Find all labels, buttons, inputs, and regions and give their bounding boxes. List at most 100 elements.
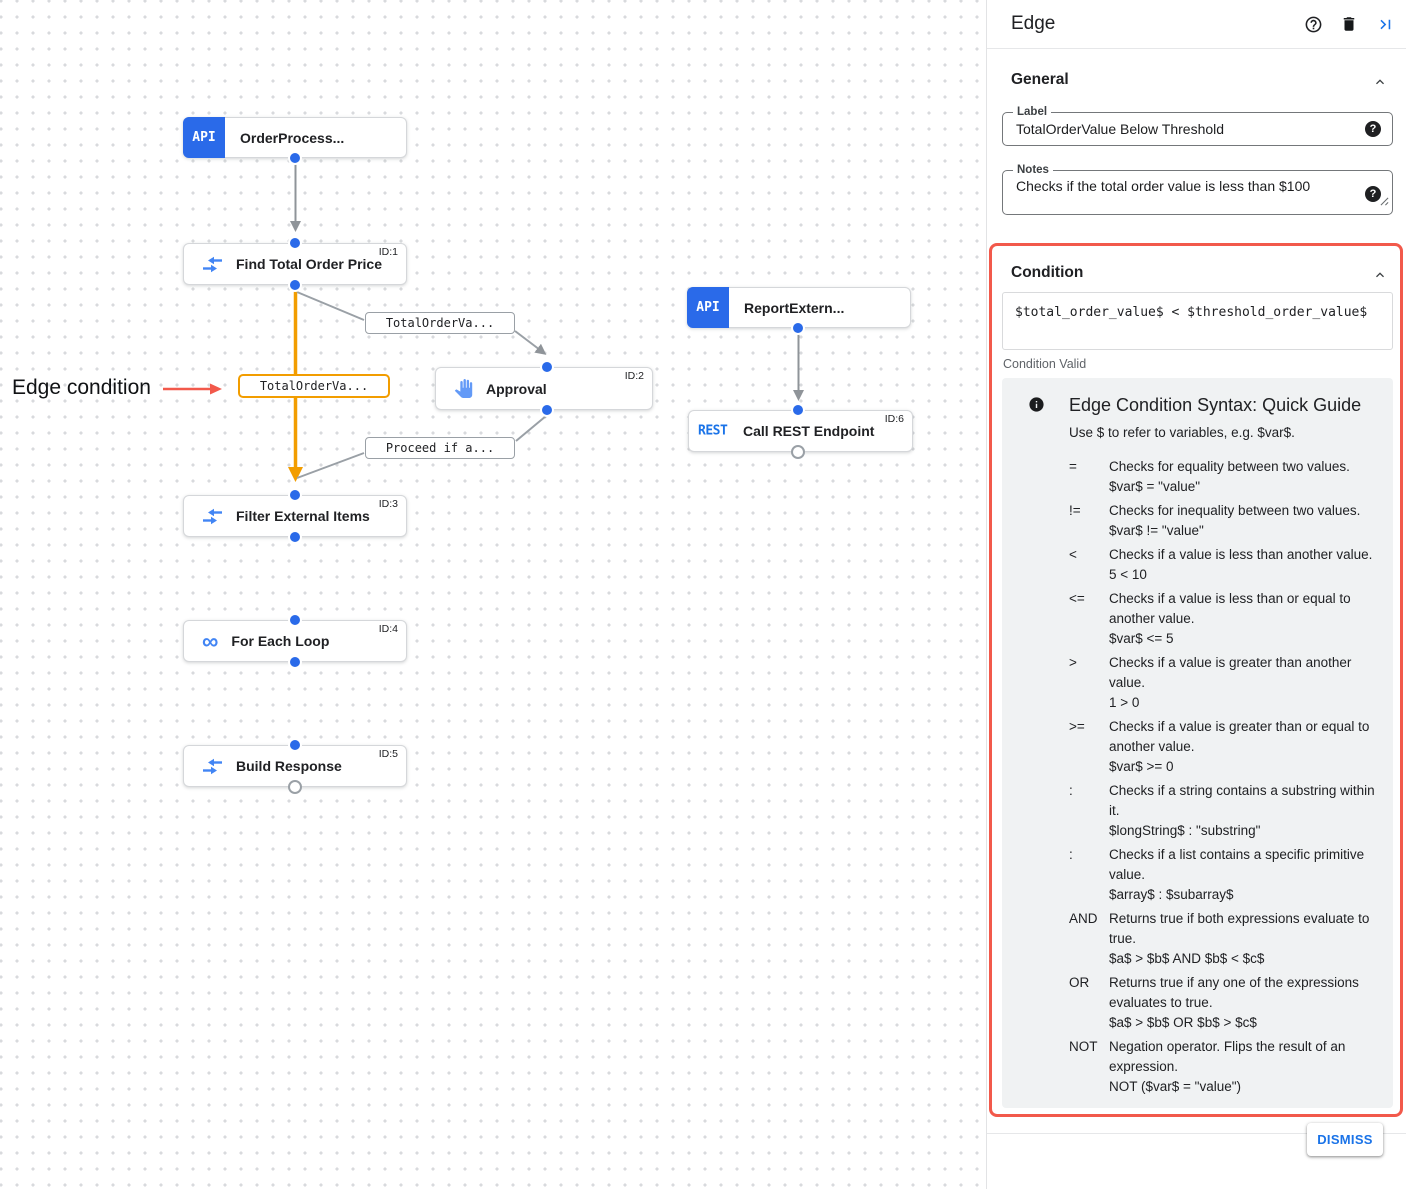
condition-expression-input[interactable]: $total_order_value$ < $threshold_order_v…	[1002, 292, 1393, 350]
guide-op: NOT	[1069, 1039, 1098, 1054]
resize-handle-icon[interactable]	[1380, 193, 1389, 211]
guide-desc: Returns true if both expressions evaluat…	[1109, 911, 1370, 946]
node-orderprocess[interactable]: API OrderProcess...	[183, 117, 407, 158]
node-title: Build Response	[236, 758, 342, 774]
guide-intro: Use $ to refer to variables, e.g. $var$.	[1069, 425, 1295, 440]
guide-desc: Checks for equality between two values.	[1109, 459, 1350, 474]
guide-example: $var$ >= 0	[1109, 759, 1174, 774]
guide-op: <	[1069, 547, 1077, 562]
api-badge-icon: API	[687, 287, 729, 328]
port-in[interactable]	[288, 738, 302, 752]
edge-approval-to-label[interactable]	[515, 415, 547, 442]
guide-example: 1 > 0	[1109, 695, 1140, 710]
guide-desc: Checks for inequality between two values…	[1109, 503, 1361, 518]
guide-row: != Checks for inequality between two val…	[1069, 501, 1379, 541]
node-title: Approval	[486, 380, 547, 397]
node-title: Filter External Items	[236, 508, 370, 524]
condition-highlight-box	[989, 243, 1403, 1117]
node-id-badge: ID:5	[378, 748, 398, 760]
notes-field-label: Notes	[1013, 163, 1053, 177]
guide-op: OR	[1069, 975, 1090, 990]
node-id-badge: ID:2	[624, 370, 644, 382]
port-in[interactable]	[791, 403, 805, 417]
guide-desc: Checks if a list contains a specific pri…	[1109, 847, 1365, 882]
guide-example: $var$ <= 5	[1109, 631, 1174, 646]
port-out[interactable]	[288, 278, 302, 292]
guide-row: >= Checks if a value is greater than or …	[1069, 717, 1379, 777]
edge-label-to-filter[interactable]	[296, 452, 365, 479]
port-in[interactable]	[288, 613, 302, 627]
guide-example: $var$ != "value"	[1109, 523, 1204, 538]
guide-example: $longString$ : "substring"	[1109, 823, 1261, 838]
port-in[interactable]	[288, 488, 302, 502]
node-title: For Each Loop	[231, 633, 330, 649]
node-id-badge: ID:1	[378, 246, 398, 258]
data-mapping-icon	[202, 256, 223, 273]
panel-title: Edge	[1011, 13, 1056, 34]
port-out[interactable]	[288, 655, 302, 669]
guide-row: : Checks if a list contains a specific p…	[1069, 845, 1379, 905]
port-in[interactable]	[540, 360, 554, 374]
rest-badge-icon: REST	[698, 423, 728, 439]
guide-example: 5 < 10	[1109, 567, 1147, 582]
port-out[interactable]	[791, 321, 805, 335]
guide-desc: Negation operator. Flips the result of a…	[1109, 1039, 1346, 1074]
delete-icon[interactable]	[1339, 14, 1359, 34]
edge-label-totalordervalue-selected[interactable]: TotalOrderVa...	[238, 374, 390, 398]
collapse-panel-icon[interactable]	[1375, 14, 1395, 34]
port-out[interactable]	[288, 151, 302, 165]
guide-rows: = Checks for equality between two values…	[1069, 457, 1379, 1097]
api-badge-icon: API	[183, 117, 225, 158]
guide-op: >	[1069, 655, 1077, 670]
edge-config-panel: Edge General Label TotalOrderValue Below…	[986, 0, 1406, 1189]
chevron-up-icon[interactable]	[1372, 74, 1388, 90]
guide-row: < Checks if a value is less than another…	[1069, 545, 1379, 585]
port-out-open[interactable]	[288, 780, 302, 794]
node-id-badge: ID:6	[884, 413, 904, 425]
guide-op: :	[1069, 783, 1073, 798]
node-title: ReportExtern...	[744, 299, 845, 316]
port-in[interactable]	[288, 236, 302, 250]
guide-op: !=	[1069, 503, 1081, 518]
label-field-value[interactable]: TotalOrderValue Below Threshold	[1016, 121, 1225, 137]
node-title: Call REST Endpoint	[743, 423, 875, 439]
guide-row: > Checks if a value is greater than anot…	[1069, 653, 1379, 713]
guide-row: AND Returns true if both expressions eva…	[1069, 909, 1379, 969]
guide-desc: Returns true if any one of the expressio…	[1109, 975, 1359, 1010]
guide-desc: Checks if a string contains a substring …	[1109, 783, 1375, 818]
edge-label-totalordervalue-approval[interactable]: TotalOrderVa...	[365, 312, 515, 334]
chevron-up-icon[interactable]	[1372, 267, 1388, 283]
data-mapping-icon	[202, 758, 223, 775]
guide-row: <= Checks if a value is less than or equ…	[1069, 589, 1379, 649]
guide-desc: Checks if a value is greater than anothe…	[1109, 655, 1352, 690]
port-out[interactable]	[540, 403, 554, 417]
edge-label-to-approval[interactable]	[514, 330, 547, 355]
dismiss-button[interactable]: DISMISS	[1307, 1123, 1383, 1156]
guide-example: $var$ = "value"	[1109, 479, 1201, 494]
label-field[interactable]: Label TotalOrderValue Below Threshold ?	[1002, 105, 1393, 146]
guide-desc: Checks if a value is less than or equal …	[1109, 591, 1351, 626]
port-out[interactable]	[288, 530, 302, 544]
workflow-canvas[interactable]: Edge condition TotalOrderVa... TotalOrde…	[0, 0, 986, 1189]
edge-condition-annotation: Edge condition	[12, 376, 151, 399]
port-out-open[interactable]	[791, 445, 805, 459]
node-title: OrderProcess...	[240, 129, 345, 146]
field-help-icon[interactable]: ?	[1365, 186, 1381, 202]
edge-label-proceed-if[interactable]: Proceed if a...	[365, 437, 515, 459]
node-id-badge: ID:4	[378, 623, 398, 635]
field-help-icon[interactable]: ?	[1365, 121, 1381, 137]
guide-row: : Checks if a string contains a substrin…	[1069, 781, 1379, 841]
node-title: Find Total Order Price	[236, 256, 382, 272]
divider	[987, 1133, 1406, 1134]
guide-op: AND	[1069, 911, 1098, 926]
general-section-heading: General	[1011, 71, 1069, 88]
guide-example: $a$ > $b$ OR $b$ > $c$	[1109, 1015, 1257, 1030]
guide-example: NOT ($var$ = "value")	[1109, 1079, 1242, 1094]
edge-branch-to-label[interactable]	[296, 291, 365, 321]
edge-connectors	[163, 164, 804, 482]
notes-field-value[interactable]: Checks if the total order value is less …	[1016, 178, 1311, 194]
node-id-badge: ID:3	[378, 498, 398, 510]
hand-approval-icon	[454, 379, 473, 398]
notes-field[interactable]: Notes Checks if the total order value is…	[1002, 163, 1393, 215]
help-icon[interactable]	[1303, 14, 1323, 34]
